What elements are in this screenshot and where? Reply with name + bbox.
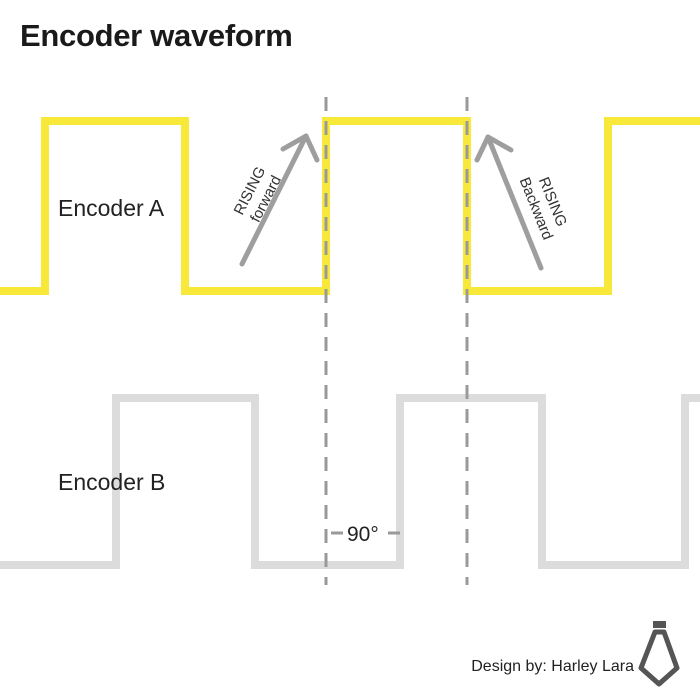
phase-shift-label: 90°: [347, 523, 379, 546]
arrow-backward-icon: [474, 134, 544, 271]
encoder-b-waveform: [0, 394, 700, 569]
encoder-b-label: Encoder B: [58, 469, 165, 495]
page-title: Encoder waveform: [20, 18, 293, 53]
arrow-forward-icon: [239, 133, 320, 267]
designer-credit: Design by: Harley Lara: [471, 658, 634, 675]
encoder-a-label: Encoder A: [58, 195, 165, 221]
tie-logo-icon: [638, 621, 680, 687]
